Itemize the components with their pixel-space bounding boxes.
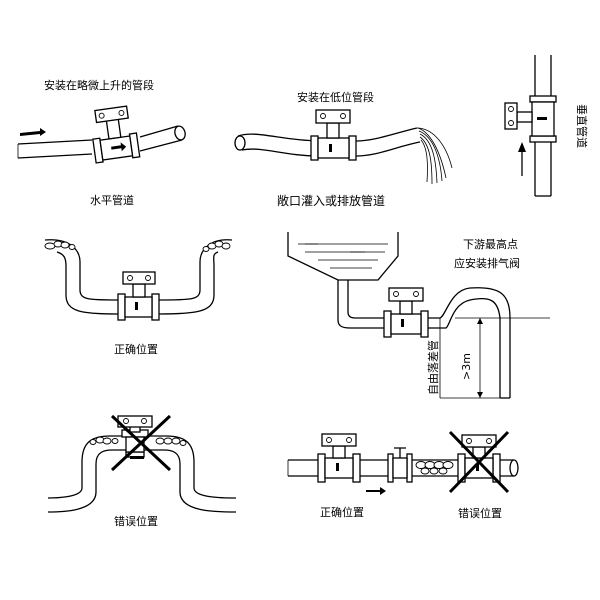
label-vent-valve: 应安装排气阀 — [454, 256, 520, 270]
valve — [387, 447, 413, 483]
vertical-pipe-bottom — [534, 142, 552, 196]
air-bubbles-right — [202, 240, 231, 252]
inverted-u-outer — [47, 449, 237, 513]
tank-outlet-inner — [347, 280, 384, 319]
vertical-flow-arrow — [518, 142, 526, 152]
riser-outer — [428, 297, 501, 398]
outlet-pipe-left-end — [234, 135, 246, 151]
label-wrong-position-2: 错误位置 — [458, 506, 502, 520]
label-low-section: 安装在低位管段 — [297, 90, 374, 104]
label-slight-upward: 安装在略微上升的管段 — [44, 78, 154, 92]
u-pipe-left-inner — [56, 251, 119, 315]
air-bubbles-top — [89, 436, 187, 446]
valve-flow-arrow — [366, 487, 386, 495]
valve-pipe-end — [509, 459, 519, 477]
label-downstream-top: 下游最高点 — [463, 237, 518, 251]
free-fall-bracket — [439, 318, 460, 399]
pipe-left-segment — [17, 139, 93, 159]
riser-inner — [428, 287, 511, 398]
valve-pipe-left — [288, 459, 318, 477]
flow-meter-3 — [504, 95, 557, 143]
label-correct-position-2: 正确位置 — [320, 505, 364, 519]
pipe-end — [174, 125, 186, 141]
label-height: >3m — [460, 353, 473, 380]
u-pipe-right-outer — [157, 239, 233, 301]
vertical-pipe-top — [534, 55, 552, 96]
flow-meter-8 — [457, 434, 501, 483]
flow-meter-2 — [310, 109, 357, 161]
diagram-open-outlet: 安装在低位管段 敞口灌入或排放管道 — [234, 90, 453, 208]
flow-meter-5 — [383, 287, 429, 338]
flow-meter-7 — [317, 433, 361, 483]
flow-meter-4 — [117, 271, 160, 321]
u-pipe-right-inner — [157, 251, 219, 315]
diagram-vertical-pipe: 垂直管道 — [504, 55, 589, 197]
flow-arrow — [20, 128, 46, 136]
diagram-free-fall: 下游最高点 应安装排气阀 自由落差管 >3m — [287, 232, 550, 399]
label-free-fall: 自由落差管 — [426, 340, 440, 395]
outlet-pipe-left — [237, 133, 319, 157]
air-bubbles-left — [44, 240, 76, 250]
wrong-cross-mark-2 — [448, 430, 510, 494]
flow-meter-6 — [117, 415, 153, 459]
label-open-outlet: 敞口灌入或排放管道 — [277, 193, 385, 208]
tank-outlet-outer — [337, 280, 384, 329]
label-wrong-position-1: 错误位置 — [114, 514, 158, 528]
label-horizontal-pipe: 水平管道 — [90, 193, 134, 207]
outlet-pipe-right — [355, 127, 421, 157]
pipe-right-segment — [139, 125, 183, 152]
diagram-valve-pipe: 正确位置 错误位置 — [287, 430, 519, 520]
label-correct-position-1: 正确位置 — [114, 342, 158, 356]
u-pipe-left-outer — [44, 239, 119, 301]
flow-meter-1 — [92, 105, 141, 164]
diagram-u-pipe-correct: 正确位置 — [44, 239, 233, 356]
wrong-cross-mark-1 — [110, 414, 172, 472]
diagram-horizontal-pipe: 安装在略微上升的管段 水平管道 — [17, 78, 186, 207]
tank — [287, 232, 399, 281]
label-vertical-pipe: 垂直管道 — [575, 104, 589, 148]
diagram-inverted-u-wrong: 错误位置 — [47, 414, 237, 528]
air-bubbles-valve — [415, 461, 454, 475]
